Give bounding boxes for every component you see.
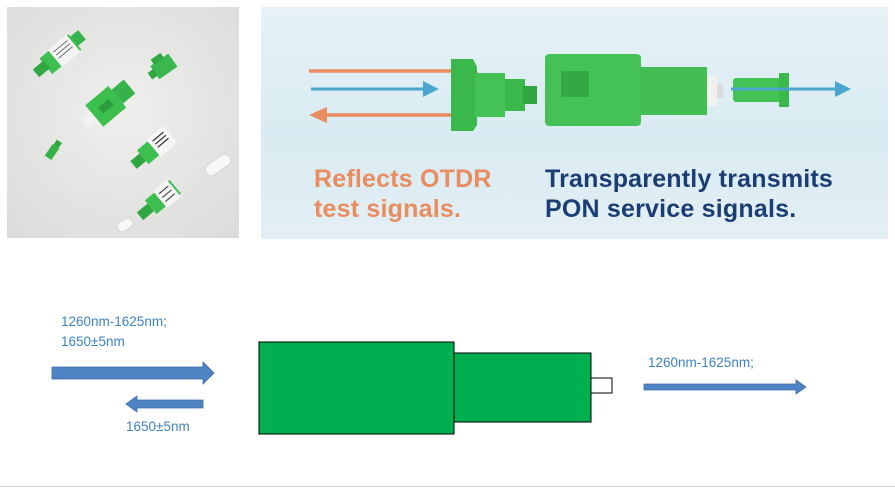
filter-ferrule	[590, 377, 613, 394]
reflect-otdr-text: Reflects OTDR test signals.	[314, 164, 492, 224]
reflect-line-1: Reflects OTDR	[314, 165, 492, 193]
input-wavelength-label: 1260nm-1625nm; 1650±5nm	[61, 312, 167, 352]
bottom-divider	[0, 486, 895, 487]
reflected-arrow	[125, 395, 204, 413]
adapter-top-left	[32, 30, 86, 78]
output-arrow	[643, 379, 807, 395]
transmit-line-2: PON service signals.	[545, 195, 797, 223]
filter-body-large	[258, 341, 455, 435]
reflection-arrowhead	[309, 107, 327, 123]
product-photo	[7, 7, 239, 238]
plug-white-right	[204, 153, 232, 177]
explainer-banner: Reflects OTDR test signals. Transparentl…	[261, 7, 888, 239]
adapter-right-green	[545, 54, 723, 126]
input-arrow	[51, 361, 215, 385]
reflect-line-2: test signals.	[314, 195, 462, 223]
adapter-middle	[81, 79, 136, 129]
plug-white-bottom	[116, 217, 134, 233]
connector-left-green	[451, 59, 537, 131]
input-label-line-2: 1650±5nm	[61, 334, 125, 349]
reflected-wavelength-label: 1650±5nm	[126, 419, 190, 434]
schematic-diagram	[51, 341, 807, 435]
adapter-labeled-middle	[130, 125, 178, 169]
transmit-line-1: Transparently transmits	[545, 165, 834, 193]
adapter-top-right	[147, 52, 178, 80]
transmit-pon-text: Transparently transmits PON service sign…	[545, 164, 833, 224]
adapter-labeled-bottom	[136, 179, 182, 221]
plug-left	[44, 139, 62, 161]
filter-body-small	[453, 352, 592, 423]
output-wavelength-label: 1260nm-1625nm;	[648, 355, 754, 370]
input-label-line-1: 1260nm-1625nm;	[61, 314, 167, 329]
